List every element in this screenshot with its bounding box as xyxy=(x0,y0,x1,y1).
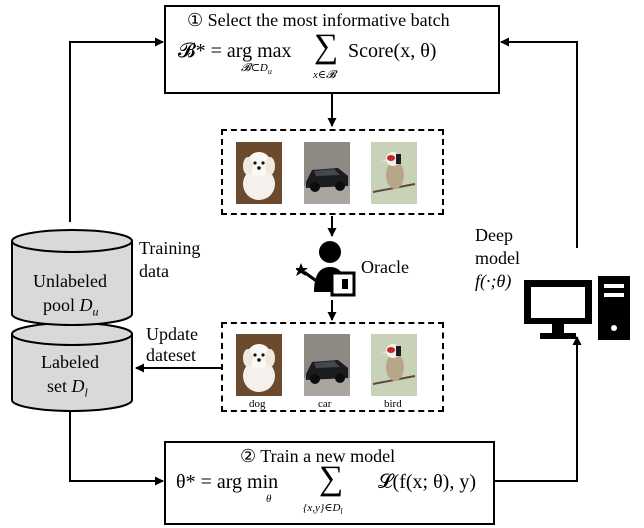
labeled-set-word: set xyxy=(47,376,67,396)
train-sum-sub-index: l xyxy=(340,507,343,517)
unlabeled-pool-cylinder xyxy=(11,240,133,326)
labeled-batch-box xyxy=(221,322,444,412)
computer-icon xyxy=(524,276,630,340)
select-formula-rhs: Score(x, θ) xyxy=(348,40,437,62)
train-formula-lhs: θ* = arg min xyxy=(176,471,279,493)
dog-label: dog xyxy=(249,398,266,410)
dog-image-labeled xyxy=(236,334,282,396)
select-batch-title: ① Select the most informative batch xyxy=(187,10,450,30)
select-argmax-sub-text: 𝓑⊂D xyxy=(241,62,268,74)
unlabeled-batch-box xyxy=(221,129,444,215)
train-sum-sub-text: {x,y}∈D xyxy=(303,502,341,514)
train-formula-argmin-sub: θ xyxy=(266,493,272,505)
pool-cylinders xyxy=(11,229,133,412)
unlabeled-pool-line2: pool Du xyxy=(43,296,99,318)
train-model-box xyxy=(164,441,495,525)
unlabeled-pool-index: u xyxy=(92,304,99,319)
labeled-set-line1: Labeled xyxy=(41,352,99,372)
select-formula-lhs: 𝓑* = arg max xyxy=(178,40,292,62)
bird-label: bird xyxy=(384,398,402,410)
car-image xyxy=(304,142,350,204)
dog-image xyxy=(236,142,282,204)
training-data-line2: data xyxy=(139,261,169,281)
bird-image-labeled xyxy=(371,334,417,396)
update-dataset-line2: dateset xyxy=(146,345,196,365)
car-label: car xyxy=(318,398,332,410)
select-formula-argmax-sub: 𝓑⊂Du xyxy=(241,63,272,76)
oracle-person-icon xyxy=(296,241,356,297)
car-image-labeled xyxy=(304,334,350,396)
bird-image xyxy=(371,142,417,204)
select-sum-symbol: ∑ xyxy=(314,28,339,65)
labeled-set-index: l xyxy=(84,385,88,400)
labeled-set-line2: set Dl xyxy=(47,377,88,399)
select-sum-sub: x∈𝓑 xyxy=(313,69,336,81)
arrow-labeled-to-train xyxy=(69,412,164,486)
arrow-train-to-model xyxy=(495,336,582,482)
labeled-set-cylinder xyxy=(11,333,133,412)
train-sum-symbol: ∑ xyxy=(319,460,344,497)
unlabeled-pool-word: pool xyxy=(43,295,76,315)
train-model-title: ② Train a new model xyxy=(240,446,396,466)
unlabeled-pool-line1: Unlabeled xyxy=(33,271,107,291)
train-formula-rhs: 𝓛(f(x; θ), y) xyxy=(378,471,476,493)
oracle-label: Oracle xyxy=(361,257,409,277)
training-data-line1: Training xyxy=(139,238,201,258)
select-argmax-sub-index: u xyxy=(267,67,272,77)
update-dataset-line1: Update xyxy=(146,324,198,344)
arrow-pool-to-select xyxy=(69,37,164,222)
labeled-set-symbol: D xyxy=(71,376,85,396)
select-batch-box xyxy=(164,5,500,94)
deep-model-function: f(·;θ) xyxy=(475,271,512,291)
unlabeled-pool-symbol: D xyxy=(79,295,93,315)
deep-model-line1: Deep xyxy=(475,225,513,245)
deep-model-line2: model xyxy=(475,248,520,268)
arrow-model-to-select xyxy=(500,37,578,248)
train-sum-sub: {x,y}∈Dl xyxy=(303,503,343,516)
